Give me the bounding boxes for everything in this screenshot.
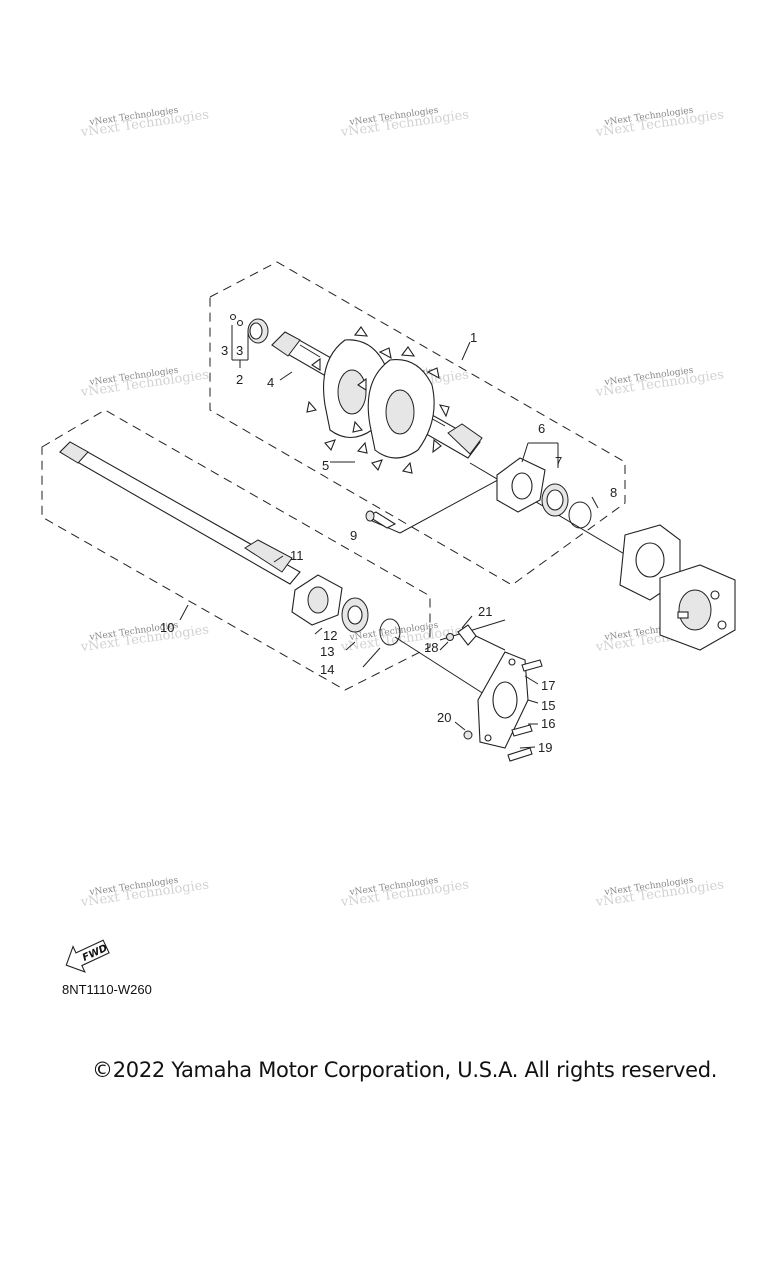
callout-2: 2 <box>236 372 243 387</box>
assembly-1-boundary <box>209 261 626 586</box>
part-20-nut <box>463 730 473 740</box>
part-2-cap <box>247 318 269 344</box>
callout-13: 13 <box>320 644 334 659</box>
part-16-bolt <box>511 724 533 737</box>
watermark-11: vNext Technologies vNext Technologies <box>339 876 470 911</box>
callout-14: 14 <box>320 662 334 677</box>
callout-19: 19 <box>538 740 552 755</box>
part-18-nut <box>446 633 454 641</box>
callout-3a: 3 <box>221 343 228 358</box>
callout-6: 6 <box>538 421 545 436</box>
part-14-snap-ring <box>379 618 401 646</box>
part-17-bolt <box>521 659 543 672</box>
part-9-bolt <box>365 510 397 529</box>
callout-11: 11 <box>290 548 304 563</box>
part-19-bolt <box>507 747 533 762</box>
callout-9: 9 <box>350 528 357 543</box>
watermark-4: vNext Technologies vNext Technologies <box>79 366 210 401</box>
part-10-jackshaft <box>59 441 301 585</box>
fwd-arrow: FWD <box>65 939 110 973</box>
part-15-plate <box>477 651 529 749</box>
callout-leaders <box>179 325 599 749</box>
part-11-flange <box>291 574 343 626</box>
callout-20: 20 <box>437 710 451 725</box>
watermark-3: vNext Technologies vNext Technologies <box>594 106 725 141</box>
callout-4: 4 <box>267 375 274 390</box>
part-6-plate <box>496 457 546 513</box>
part-21-bracket <box>457 624 506 651</box>
callout-15: 15 <box>541 698 555 713</box>
callout-5: 5 <box>322 458 329 473</box>
assembly-10-boundary <box>41 409 431 691</box>
callout-17: 17 <box>541 678 555 693</box>
watermark-6: vNext Technologies vNext Technologies <box>594 366 725 401</box>
copyright-notice: ©2022 Yamaha Motor Corporation, U.S.A. A… <box>92 1058 718 1082</box>
watermark-10: vNext Technologies vNext Technologies <box>79 876 210 911</box>
part-5-sprocket-b <box>352 346 450 474</box>
part-12-bearing <box>341 597 369 633</box>
callout-10: 10 <box>160 620 174 635</box>
callout-16: 16 <box>541 716 555 731</box>
part-3-balls <box>229 313 244 327</box>
diagram-code: 8NT1110-W260 <box>62 982 152 997</box>
watermark-2: vNext Technologies vNext Technologies <box>339 106 470 141</box>
callout-3b: 3 <box>236 343 243 358</box>
callout-8: 8 <box>610 485 617 500</box>
chaincase-housing <box>619 524 736 651</box>
watermark-12: vNext Technologies vNext Technologies <box>594 876 725 911</box>
part-7-seal <box>541 483 569 517</box>
watermark-7: vNext Technologies vNext Technologies <box>79 621 210 656</box>
callout-21: 21 <box>478 604 492 619</box>
watermark-1: vNext Technologies vNext Technologies <box>79 106 210 141</box>
callout-1: 1 <box>470 330 477 345</box>
part-8-ring <box>568 501 592 529</box>
callout-12: 12 <box>323 628 337 643</box>
callout-7: 7 <box>555 454 562 469</box>
callout-labels: 1 2 3 3 4 5 6 7 8 9 10 11 12 13 14 15 16… <box>160 330 617 755</box>
callout-18: 18 <box>424 640 438 655</box>
